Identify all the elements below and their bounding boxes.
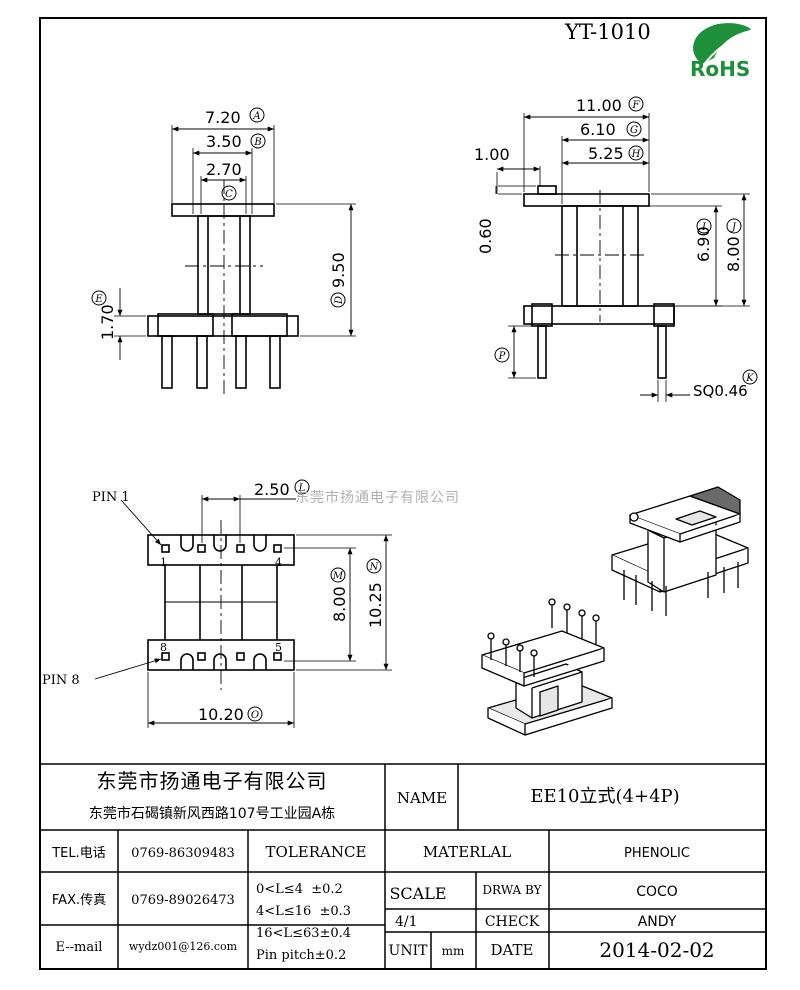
dim-g-tag: G (630, 125, 638, 136)
dim-h-value: 5.25 (588, 144, 624, 163)
dim-c-value: 2.70 (206, 160, 242, 179)
dim-j-value: 8.00 (724, 236, 743, 272)
date-label: DATE (491, 941, 534, 959)
pin8-label: PIN 8 (42, 673, 80, 688)
dim-f-value: 11.00 (576, 96, 622, 115)
dim-h-tag: H (631, 149, 641, 160)
name-value: EE10立式(4+4P) (530, 786, 679, 807)
rohs-leaf-icon (693, 23, 752, 64)
fax-label: FAX.传真 (52, 893, 106, 908)
tolerance-line-4: Pin pitch±0.2 (256, 948, 346, 963)
side-view (495, 113, 750, 402)
dim-m-value: 8.00 (330, 586, 349, 622)
dim-g-value: 6.10 (580, 120, 616, 139)
dim-j-tag: J (730, 222, 737, 233)
company-address: 东莞市石碣镇新风西路107号工业园A栋 (89, 805, 335, 822)
dim-d-value: 9.50 (329, 252, 348, 288)
dim-k-value: SQ0.46 (693, 382, 748, 400)
dim-i-value: 6.90 (694, 226, 713, 262)
material-label: MATERLAL (423, 843, 511, 861)
unit-label: UNIT (389, 943, 429, 959)
dim-o-value: 10.20 (198, 705, 244, 724)
bottom-view (94, 495, 392, 728)
dim-d-tag: D (334, 296, 345, 305)
pin1-label: PIN 1 (92, 490, 130, 505)
tolerance-line-1: 0<L≤4 ±0.2 (256, 882, 343, 897)
dim-l-tag: L (298, 483, 306, 494)
tel-label: TEL.电话 (51, 846, 106, 861)
part-number: YT-1010 (564, 20, 651, 44)
dim-b-tag: B (253, 137, 261, 148)
dim-1-00-value: 1.00 (474, 145, 510, 164)
company-name: 东莞市扬通电子有限公司 (97, 769, 328, 793)
rohs-label: RoHS (690, 57, 750, 81)
pin-number-4: 4 (275, 556, 282, 569)
check-label: CHECK (485, 914, 540, 930)
email-value: wydz001@126.com (129, 940, 238, 953)
dim-a-value: 7.20 (205, 108, 241, 127)
dim-i-tag: I (701, 222, 707, 233)
dim-e-value: 1.70 (98, 304, 117, 340)
dim-a-tag: A (252, 111, 260, 122)
watermark: 东莞市扬通电子有限公司 (295, 489, 460, 506)
fax-value: 0769-89026473 (131, 893, 235, 908)
check-value: ANDY (638, 914, 677, 930)
material-value: PHENOLIC (624, 846, 690, 861)
unit-value: mm (442, 944, 465, 958)
sheet-border (39, 17, 767, 970)
email-label: E--mail (56, 940, 103, 955)
dim-n-tag: N (369, 562, 380, 573)
dim-k-tag: K (745, 373, 754, 384)
dim-m-tag: M (332, 571, 344, 582)
dim-l-value: 2.50 (254, 480, 290, 499)
pin-number-1: 1 (160, 556, 167, 569)
drawn-by-value: COCO (636, 884, 678, 900)
tolerance-line-3: 16<L≤63±0.4 (256, 926, 351, 941)
isometric-view-upright (611, 486, 749, 616)
isometric-view-inverted (481, 598, 613, 736)
tolerance-label: TOLERANCE (266, 843, 367, 861)
dim-0-60-value: 0.60 (476, 218, 495, 254)
dim-o-tag: O (251, 710, 259, 721)
scale-value: 4/1 (395, 914, 418, 930)
dim-c-tag: C (225, 189, 233, 200)
dim-n-value: 10.25 (366, 582, 385, 628)
name-label: NAME (397, 789, 447, 807)
drawn-by-label: DRWA BY (482, 883, 542, 897)
pin-number-5: 5 (275, 641, 282, 654)
front-view (114, 125, 356, 395)
title-block-grid (40, 763, 766, 969)
pin-number-8: 8 (160, 641, 167, 654)
scale-label: SCALE (389, 884, 446, 903)
rohs-logo: RoHS (690, 23, 753, 81)
tel-value: 0769-86309483 (131, 846, 235, 861)
dim-p-tag: P (498, 351, 506, 362)
tolerance-line-2: 4<L≤16 ±0.3 (256, 904, 351, 919)
dim-f-tag: F (632, 100, 641, 111)
dim-e-tag: E (94, 294, 103, 305)
dim-b-value: 3.50 (206, 132, 242, 151)
date-value: 2014-02-02 (599, 938, 714, 962)
